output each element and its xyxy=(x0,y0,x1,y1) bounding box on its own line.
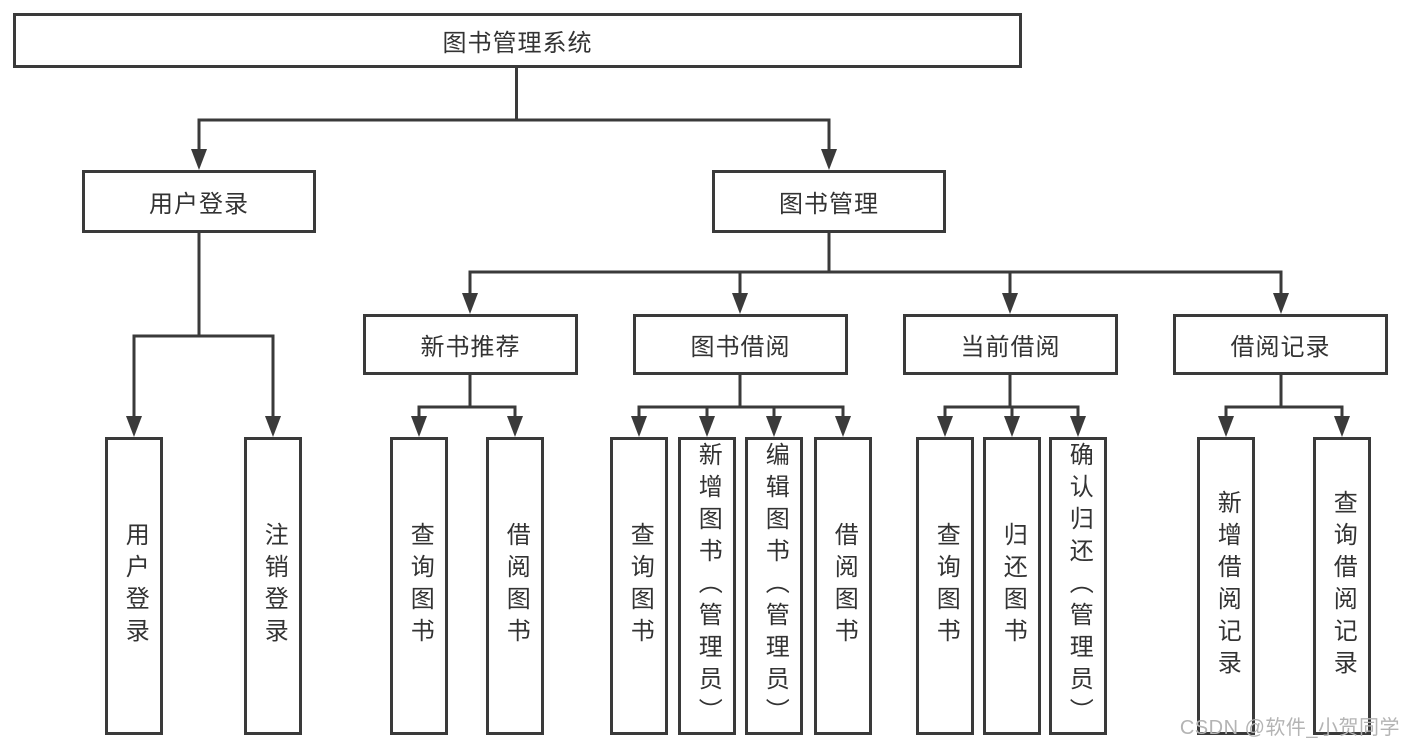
leaf-bb-edit-books-admin-label: 编辑图书（管理员） xyxy=(761,442,789,730)
leaf-bb-add-books-admin-label: 新增图书（管理员） xyxy=(694,442,722,730)
leaf-bb-borrow-books-label: 借阅图书 xyxy=(830,522,858,650)
leaf-br-query-record-label: 查询借阅记录 xyxy=(1329,490,1357,682)
node-library-system: 图书管理系统 xyxy=(13,13,1022,68)
leaf-br-add-record-label: 新增借阅记录 xyxy=(1213,490,1241,682)
leaf-cb-confirm-return-admin-label: 确认归还（管理员） xyxy=(1065,442,1093,730)
watermark: CSDN @软件_小贺同学 xyxy=(1179,717,1400,739)
node-new-book-recommend-label: 新书推荐 xyxy=(420,334,521,361)
leaf-cb-query-books: 查询图书 xyxy=(916,437,974,735)
node-book-management-label: 图书管理 xyxy=(779,191,879,218)
leaf-cb-return-books-label: 归还图书 xyxy=(999,522,1027,650)
leaf-logout-label: 注销登录 xyxy=(260,522,288,650)
node-book-borrowing: 图书借阅 xyxy=(633,314,848,375)
leaf-nbr-query-books: 查询图书 xyxy=(390,437,448,735)
leaf-br-query-record: 查询借阅记录 xyxy=(1313,437,1371,735)
node-library-system-label: 图书管理系统 xyxy=(442,30,593,57)
leaf-nbr-borrow-books: 借阅图书 xyxy=(486,437,544,735)
leaf-br-add-record: 新增借阅记录 xyxy=(1197,437,1255,735)
leaf-bb-query-books: 查询图书 xyxy=(610,437,668,735)
node-book-borrowing-label: 图书借阅 xyxy=(690,334,791,361)
leaf-bb-query-books-label: 查询图书 xyxy=(626,522,654,650)
leaf-cb-query-books-label: 查询图书 xyxy=(932,522,960,650)
node-user-login: 用户登录 xyxy=(82,170,316,233)
leaf-user-login: 用户登录 xyxy=(105,437,163,735)
leaf-cb-confirm-return-admin: 确认归还（管理员） xyxy=(1049,437,1107,735)
leaf-nbr-borrow-books-label: 借阅图书 xyxy=(502,522,530,650)
leaf-bb-borrow-books: 借阅图书 xyxy=(814,437,872,735)
node-book-management: 图书管理 xyxy=(712,170,946,233)
node-new-book-recommend: 新书推荐 xyxy=(363,314,578,375)
leaf-bb-add-books-admin: 新增图书（管理员） xyxy=(678,437,736,735)
node-borrowing-records: 借阅记录 xyxy=(1173,314,1388,375)
leaf-logout: 注销登录 xyxy=(244,437,302,735)
leaf-nbr-query-books-label: 查询图书 xyxy=(406,522,434,650)
node-current-borrowing-label: 当前借阅 xyxy=(960,334,1061,361)
leaf-bb-edit-books-admin: 编辑图书（管理员） xyxy=(745,437,803,735)
leaf-cb-return-books: 归还图书 xyxy=(983,437,1041,735)
leaf-user-login-label: 用户登录 xyxy=(121,522,149,650)
node-borrowing-records-label: 借阅记录 xyxy=(1230,334,1331,361)
node-current-borrowing: 当前借阅 xyxy=(903,314,1118,375)
node-user-login-label: 用户登录 xyxy=(149,191,249,218)
